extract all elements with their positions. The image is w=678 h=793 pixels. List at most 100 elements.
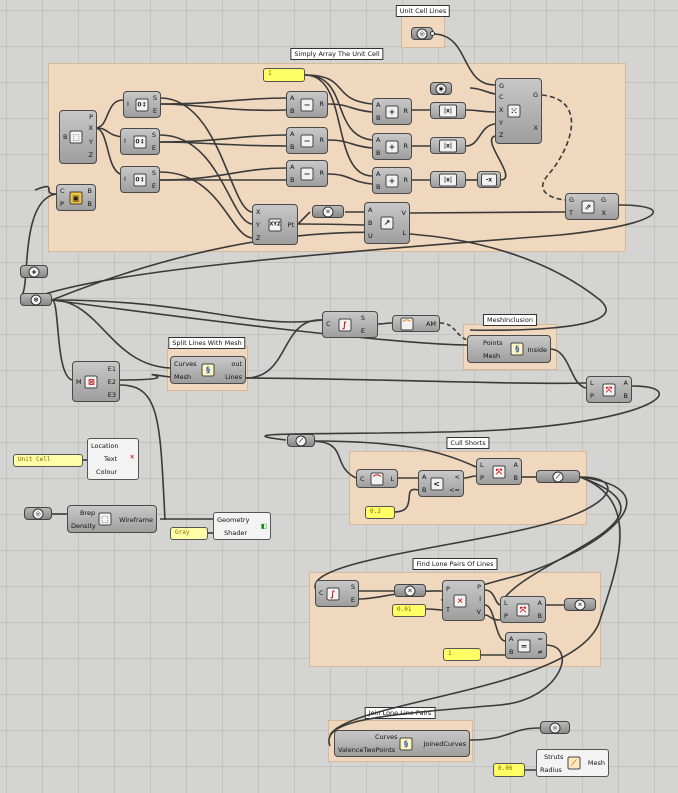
- mesh-param-top[interactable]: ◈: [20, 265, 48, 278]
- wire: [327, 173, 373, 185]
- mesh-icon: ⊕: [30, 294, 42, 305]
- absolute-z[interactable]: |x|: [430, 171, 466, 188]
- mesh-icon: ◈: [28, 266, 40, 277]
- group-title-find-lone-pairs: Find Lone Pairs Of Lines: [412, 558, 498, 570]
- bell-curve-icon: ⌒: [400, 317, 414, 330]
- dispatch-2[interactable]: L P ⤧ A B: [476, 458, 522, 485]
- wire: [119, 373, 171, 381]
- python-icon: §: [510, 342, 524, 356]
- curve-param-cull[interactable]: ⟋: [536, 470, 580, 483]
- struts-mesh[interactable]: Struts Radius ⟋ Mesh: [536, 749, 609, 777]
- point-param-3[interactable]: ✕: [564, 598, 596, 611]
- point-param-2[interactable]: ✕: [394, 584, 426, 597]
- preview-icon: ◧: [260, 522, 267, 530]
- evaluate-length[interactable]: C ∫ S E: [322, 311, 378, 338]
- wireframe[interactable]: Brep Density ⬚ Wireframe: [67, 505, 157, 533]
- deconstruct-icon: ⊠: [84, 375, 98, 388]
- subtraction-y[interactable]: A B − R: [286, 127, 328, 154]
- wire: [327, 139, 373, 149]
- wire: [304, 74, 373, 105]
- text-tag[interactable]: Location Text Colour ✕: [87, 438, 139, 480]
- box-icon: ⬚: [69, 130, 83, 144]
- domain-param[interactable]: ◉: [430, 82, 452, 95]
- dice-icon: ▣: [69, 191, 83, 204]
- vector-2pt[interactable]: A B U ↗ V L: [364, 202, 410, 244]
- brep-param[interactable]: ◎: [24, 507, 52, 520]
- subtraction-z[interactable]: A B − R: [286, 160, 328, 187]
- absolute-y[interactable]: |x|: [430, 137, 466, 154]
- smaller-than[interactable]: A B < < <=: [418, 470, 464, 497]
- panel-equal-value[interactable]: 1: [443, 648, 481, 661]
- python-icon: §: [201, 363, 215, 377]
- end-points[interactable]: C ∫ S E: [315, 580, 359, 607]
- construct-point[interactable]: X Y Z XYZ Pt: [252, 204, 298, 245]
- panel-tolerance[interactable]: 0.01: [392, 604, 426, 617]
- average[interactable]: ⌒ AM: [392, 315, 440, 332]
- series-y[interactable]: I 0↕ S E: [120, 128, 160, 155]
- cull-duplicates[interactable]: P T ✕ P I V: [442, 580, 485, 621]
- panel-cull-value[interactable]: 0.2: [365, 506, 395, 519]
- unit-cell-curve-param[interactable]: ◎: [411, 27, 435, 40]
- wire: [484, 589, 501, 606]
- curve-icon: ⟋: [295, 435, 307, 446]
- series-x[interactable]: I 0↕ S E: [123, 91, 161, 118]
- wire: [309, 440, 477, 468]
- curve-param-mid[interactable]: ⟋: [287, 434, 315, 447]
- plus-icon: +: [385, 174, 399, 187]
- dispatch-3[interactable]: L P ⤧ A B: [500, 596, 546, 623]
- wire: [304, 74, 373, 177]
- wire: [159, 97, 287, 105]
- curve-param-out[interactable]: ◎: [540, 721, 570, 734]
- close-icon: ✕: [574, 599, 586, 610]
- wire: [51, 299, 171, 369]
- wire: [309, 440, 357, 479]
- curve-icon: ⟋: [552, 471, 564, 482]
- plus-icon: +: [385, 105, 399, 118]
- brep-icon: ◎: [32, 508, 44, 519]
- addition-y[interactable]: A B + R: [372, 133, 412, 160]
- bounding-box[interactable]: C P ▣ B B: [56, 184, 96, 211]
- negative-z[interactable]: -x: [477, 171, 501, 188]
- absolute-x[interactable]: |x|: [430, 102, 466, 119]
- addition-x[interactable]: A B + R: [372, 98, 412, 125]
- wire: [51, 231, 607, 332]
- panel-tag-text[interactable]: Unit Cell: [13, 454, 83, 467]
- abs-icon: |x|: [439, 139, 457, 152]
- addition-z[interactable]: A B + R: [372, 167, 412, 194]
- group-title-split-lines: Split Lines With Mesh: [168, 337, 246, 349]
- point-param[interactable]: ✕: [312, 205, 344, 218]
- dispatch-icon: ⤧: [602, 383, 616, 396]
- curve-icon: ∫: [338, 318, 352, 331]
- custom-preview[interactable]: Geometry Shader ◧: [213, 512, 271, 540]
- wire: [541, 94, 573, 201]
- cull-points-icon: ✕: [453, 594, 467, 607]
- less-than-icon: <: [430, 477, 444, 490]
- dispatch-1[interactable]: L P ⤧ A B: [586, 376, 632, 403]
- curve-icon: ◎: [549, 722, 561, 733]
- equality[interactable]: A B = = ≠: [505, 632, 547, 659]
- panel-colour[interactable]: Gray: [170, 527, 208, 540]
- mesh-param-main[interactable]: ⊕: [20, 293, 52, 306]
- vector-icon: ↗: [380, 216, 394, 230]
- wire: [357, 590, 443, 600]
- move-component[interactable]: G T ⇗ G X: [565, 193, 619, 220]
- wire: [159, 171, 253, 239]
- series-z[interactable]: I 0↕ S E: [120, 166, 160, 193]
- mesh-inclusion-python[interactable]: Points Mesh § Inside: [467, 335, 551, 363]
- panel-count[interactable]: 1: [263, 68, 305, 82]
- join-curves-python[interactable]: Curves ValenceTwoPoints § JoinedCurves: [334, 730, 470, 757]
- box-components[interactable]: B ⬚ P X Y Z: [59, 110, 97, 164]
- split-lines-python[interactable]: Curves Mesh § out Lines: [170, 356, 246, 384]
- wire: [484, 604, 506, 642]
- panel-radius[interactable]: 0.06: [493, 763, 525, 777]
- curve-length[interactable]: C ⌒ L: [356, 469, 398, 488]
- wire: [469, 87, 496, 95]
- subtraction-x[interactable]: A B − R: [286, 91, 328, 118]
- tag-icon: ✕: [129, 453, 135, 461]
- wire: [484, 614, 501, 621]
- wire: [463, 475, 477, 479]
- wire: [245, 377, 587, 385]
- box-array[interactable]: G C X Y Z ⁙ G X: [495, 78, 542, 144]
- deconstruct-box[interactable]: M ⊠ E1 E2 E3: [72, 361, 120, 402]
